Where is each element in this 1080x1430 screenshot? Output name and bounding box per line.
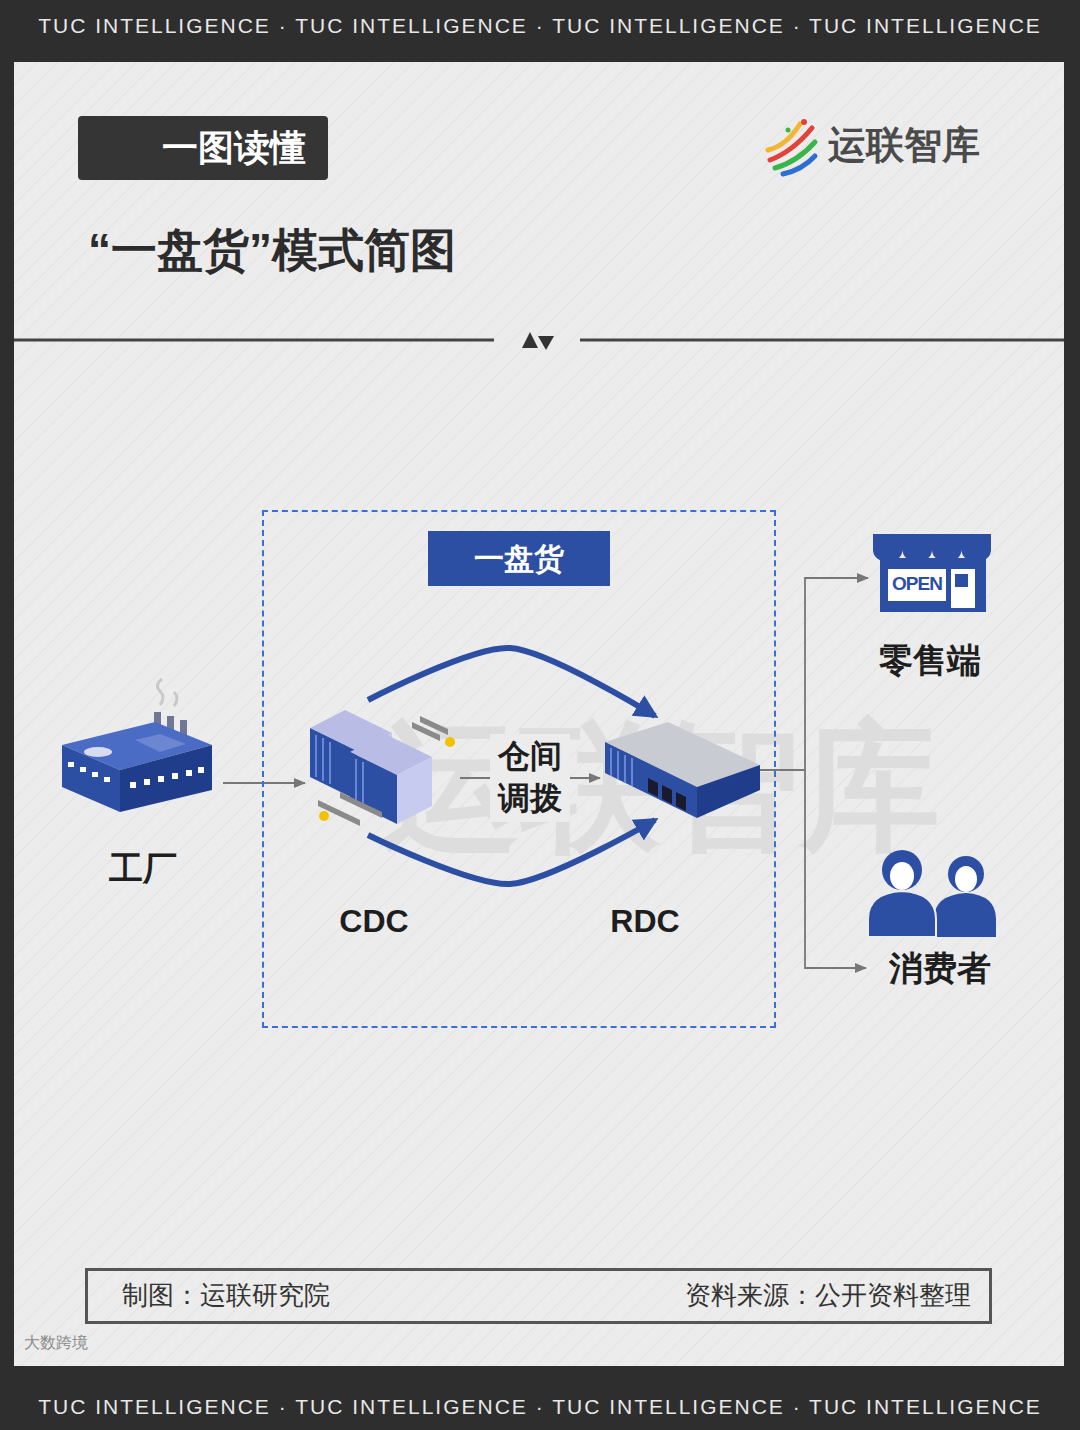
factory-icon bbox=[62, 679, 212, 812]
retail-node: 零售端 bbox=[868, 530, 994, 688]
region-header: 一盘货 bbox=[428, 531, 610, 586]
flow-arrow bbox=[760, 578, 868, 770]
rdc-warehouse-icon bbox=[605, 722, 760, 818]
node-label: 零售端 bbox=[879, 640, 981, 681]
store-icon bbox=[873, 534, 991, 612]
cycle-arrow bbox=[368, 648, 655, 716]
logo-text: 运联智库 bbox=[828, 124, 980, 168]
sign-text: OPEN bbox=[892, 573, 942, 595]
footer-text: 制图：运联研究院 bbox=[122, 1280, 330, 1311]
consumer-icon bbox=[868, 850, 996, 937]
banner-text: TUC INTELLIGENCE · TUC INTELLIGENCE · TU… bbox=[38, 1395, 1042, 1419]
banner-text: TUC INTELLIGENCE · TUC INTELLIGENCE · TU… bbox=[38, 14, 1042, 38]
node-label: 工厂 bbox=[109, 848, 177, 889]
footer-box: 制图：运联研究院 资料来源：公开资料整理 bbox=[85, 1268, 992, 1324]
edge-label: 仓间 调拨 bbox=[490, 734, 569, 821]
watermark: 大数跨境 bbox=[24, 1334, 88, 1352]
title: “一盘货”模式简图 bbox=[88, 220, 456, 282]
tag-box: 一图读懂 bbox=[78, 116, 328, 180]
factory-node: 工厂 bbox=[55, 688, 223, 898]
footer-text: 资料来源：公开资料整理 bbox=[685, 1280, 971, 1311]
cdc-warehouse-icon bbox=[310, 710, 455, 826]
divider bbox=[14, 332, 1064, 350]
rdc-node: RDC bbox=[600, 716, 760, 820]
cdc-node: CDC bbox=[305, 700, 460, 835]
tag-text: 一图读懂 bbox=[162, 126, 306, 169]
node-label: 消费者 bbox=[889, 948, 991, 989]
node-label: CDC bbox=[339, 902, 408, 940]
panel bbox=[14, 62, 1064, 1366]
logo-icon bbox=[768, 119, 815, 174]
consumer-node: 消费者 bbox=[866, 852, 998, 997]
flow-arrow bbox=[223, 782, 305, 784]
cycle-arrow bbox=[368, 820, 655, 884]
node-label: RDC bbox=[610, 902, 679, 940]
